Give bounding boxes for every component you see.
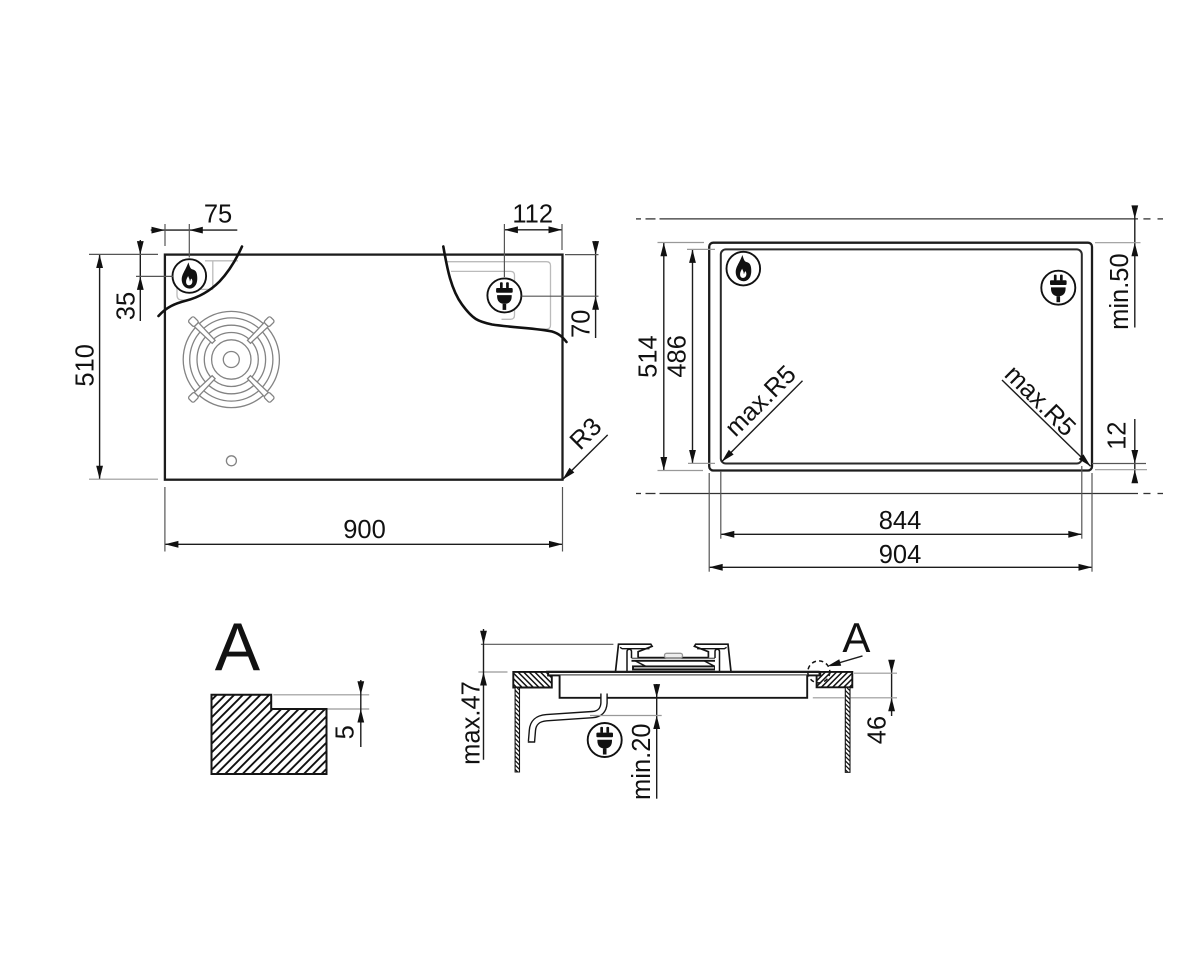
svg-text:min.50: min.50 — [1106, 253, 1134, 330]
svg-text:A: A — [842, 614, 870, 661]
svg-text:486: 486 — [664, 335, 692, 378]
svg-text:35: 35 — [113, 292, 141, 320]
svg-text:514: 514 — [635, 335, 663, 378]
svg-text:max.47: max.47 — [457, 681, 485, 765]
svg-text:75: 75 — [204, 201, 232, 229]
svg-text:A: A — [215, 609, 261, 685]
svg-text:46: 46 — [864, 716, 892, 744]
svg-text:904: 904 — [879, 541, 922, 569]
svg-text:70: 70 — [567, 310, 595, 338]
svg-text:510: 510 — [71, 344, 99, 387]
svg-text:min.20: min.20 — [628, 723, 656, 800]
svg-text:5: 5 — [332, 725, 360, 739]
svg-text:844: 844 — [879, 507, 922, 535]
svg-text:12: 12 — [1103, 422, 1131, 450]
svg-text:112: 112 — [512, 201, 553, 229]
svg-text:900: 900 — [343, 516, 386, 544]
